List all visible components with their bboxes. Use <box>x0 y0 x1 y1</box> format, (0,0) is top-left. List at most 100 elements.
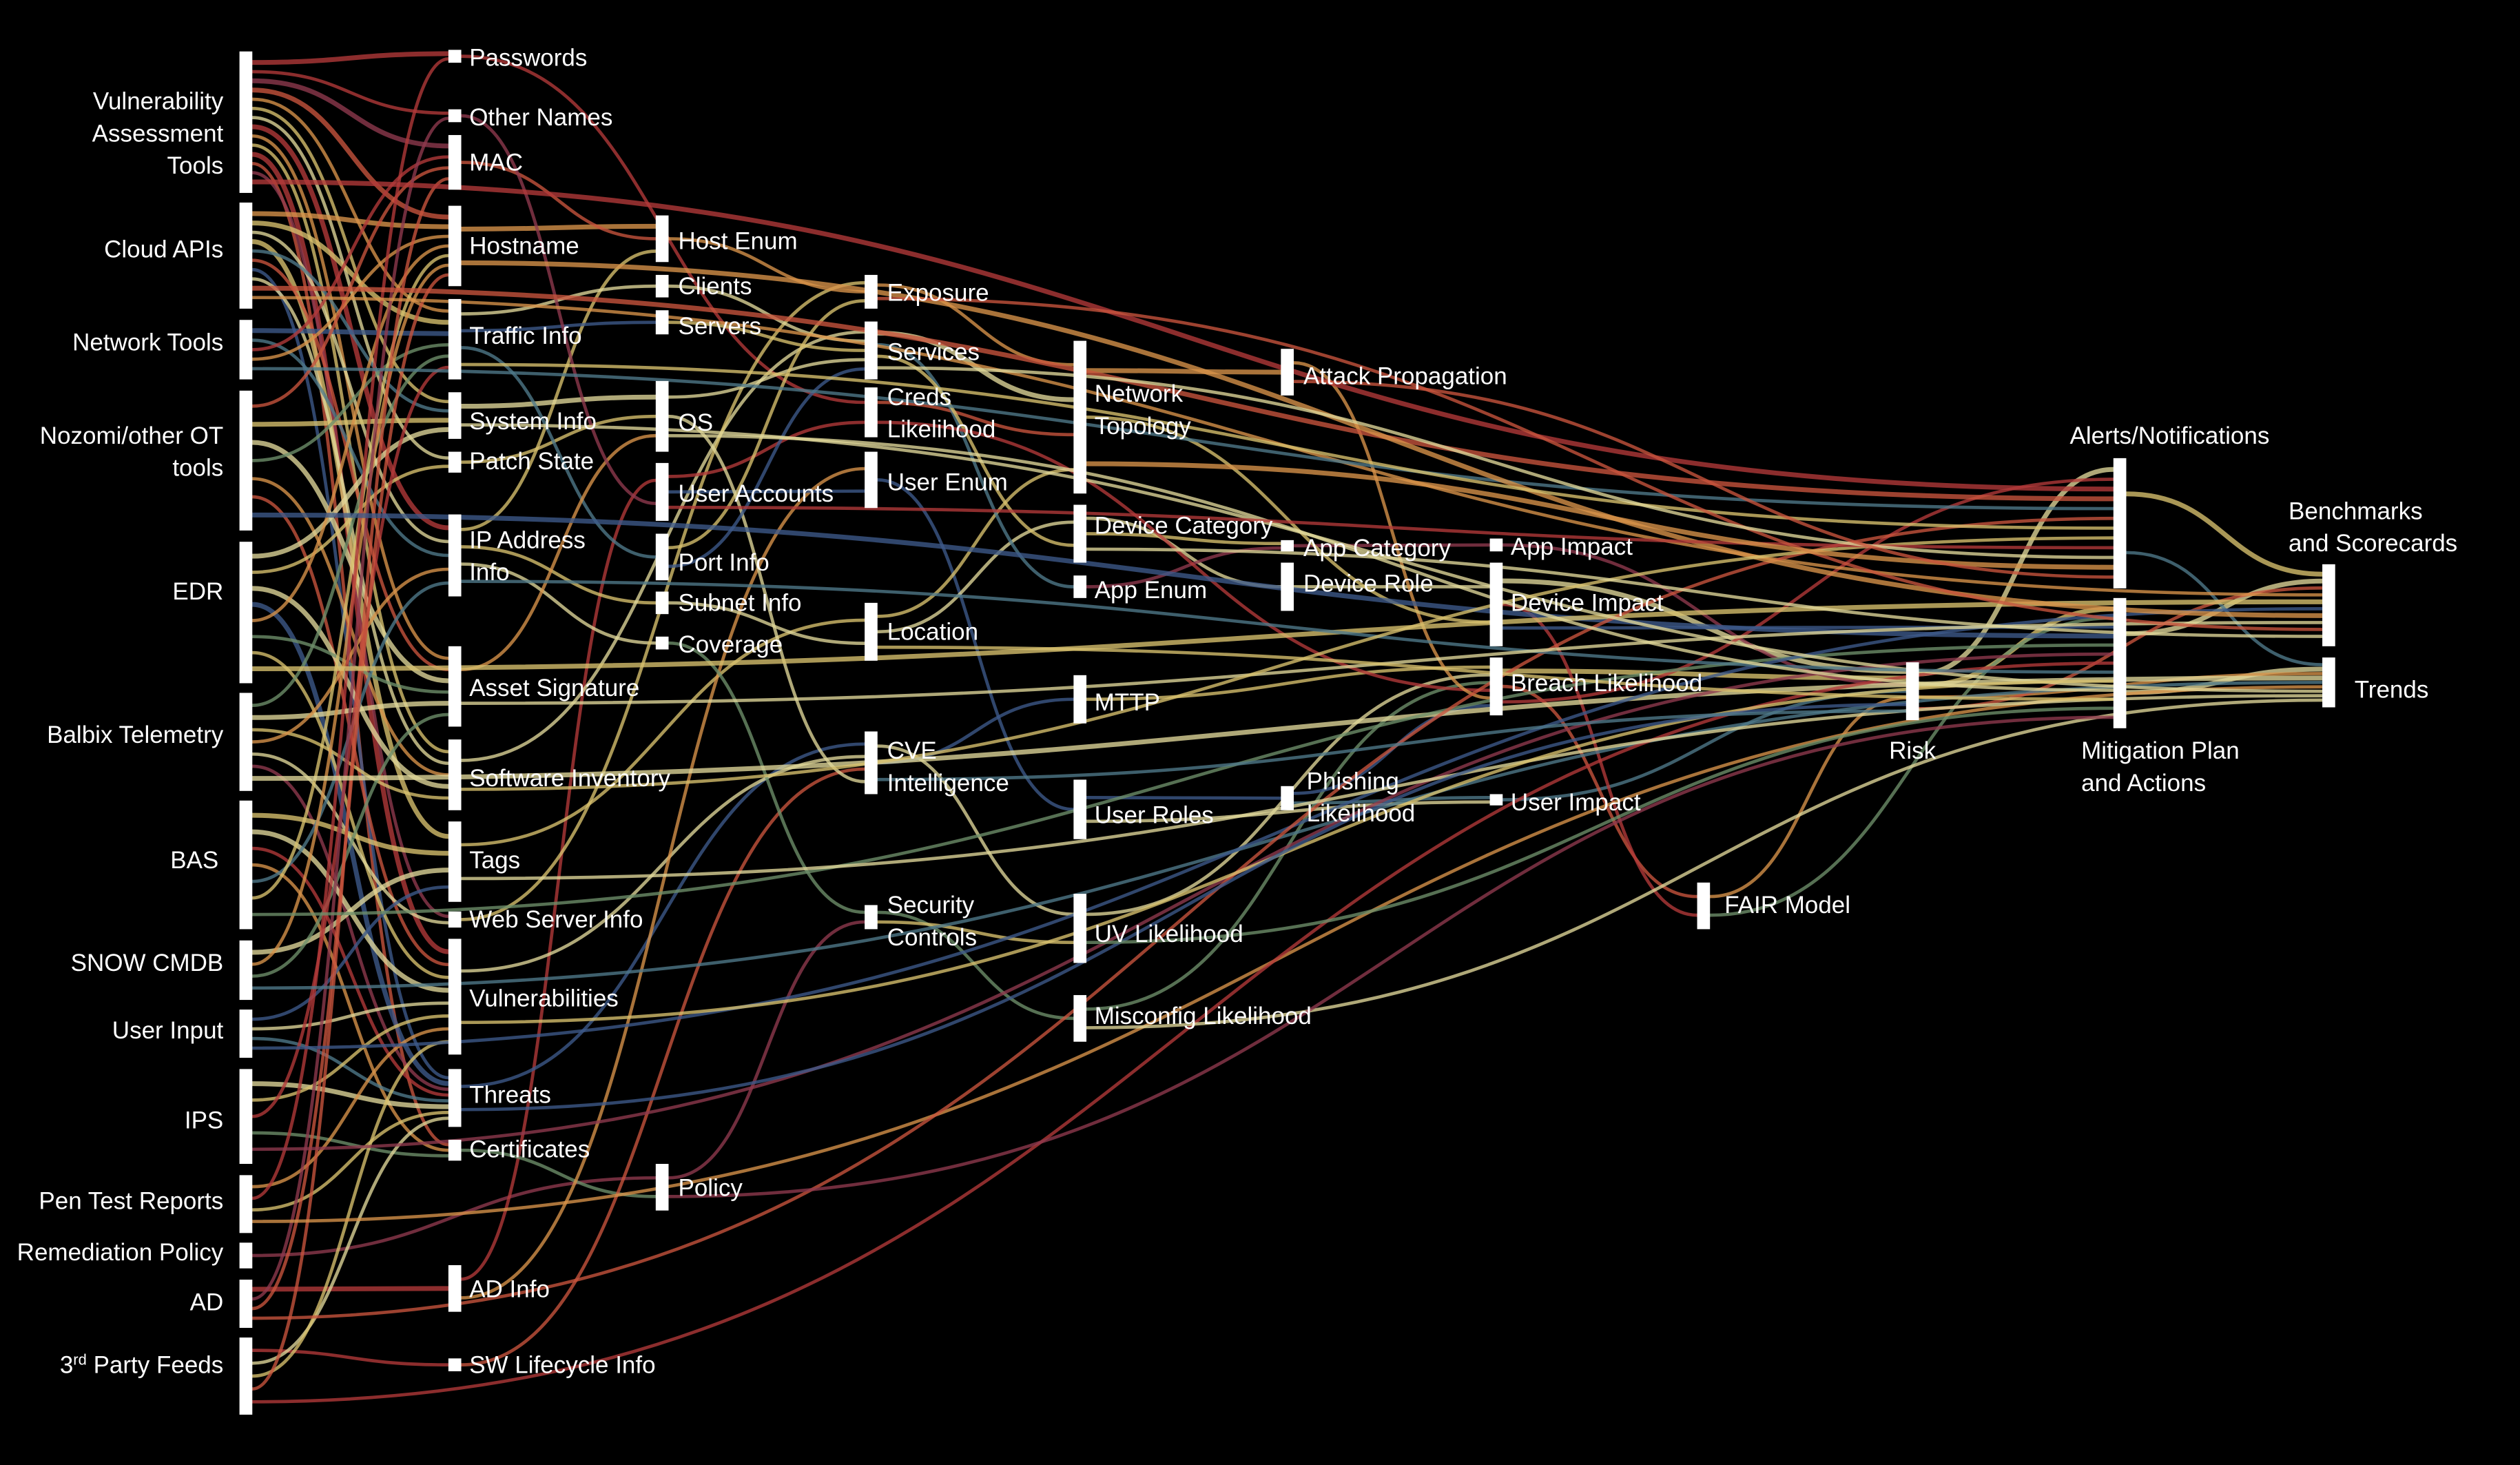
flow-link-pentest-to-threats <box>250 1111 451 1212</box>
node-bar-nettopo <box>1073 340 1087 494</box>
flow-link-appimpact-to-risk <box>1500 543 1908 686</box>
node-label-policy: Policy <box>678 1175 743 1202</box>
node-label-pentest: Pen Test Reports <box>39 1187 223 1214</box>
node-label-risk: Risk <box>1889 737 1937 764</box>
node-bar-appcat <box>1281 540 1294 552</box>
flow-link-bas-to-hostname <box>250 254 451 900</box>
node-bar-misconf <box>1073 995 1087 1042</box>
flow-link-ips-to-traffic <box>250 365 451 1118</box>
node-label-uvlike: UV Likelihood <box>1095 921 1243 947</box>
node-label-appimpact: App Impact <box>1511 533 1633 560</box>
flow-link-cve-to-risk <box>876 709 1908 781</box>
flow-link-pentest-to-passwords <box>250 57 451 1200</box>
flow-link-edr-to-assetsig <box>250 635 451 694</box>
flow-link-mttp-to-breach <box>1084 665 1491 701</box>
flow-link-nozomi-to-traffic <box>250 343 451 462</box>
flow-link-creds-to-nettopo <box>876 400 1075 437</box>
node-bar-devimpact <box>1489 562 1503 646</box>
node-bar-os <box>655 380 669 452</box>
node-bar-traffic <box>448 298 462 380</box>
node-bar-secctrl <box>865 905 878 930</box>
node-bar-exposure <box>865 274 878 309</box>
flow-link-hostname-to-hostenum <box>459 223 659 232</box>
node-bar-policy <box>655 1164 669 1211</box>
node-label-misconf: Misconfig Likelihood <box>1095 1003 1312 1029</box>
node-label-appenum: App Enum <box>1095 577 1207 604</box>
node-label-userenum: User Enum <box>887 469 1008 496</box>
flow-link-appcat-to-appimpact <box>1292 543 1491 548</box>
flow-link-hostenum-to-exposure <box>667 237 867 294</box>
node-label-devcat: Device Category <box>1095 513 1273 540</box>
node-bar-uvlike <box>1073 894 1087 963</box>
flow-link-useraccts-to-alerts <box>667 505 2116 550</box>
node-label-thirdparty: 3rd Party Feeds <box>60 1351 223 1379</box>
node-bar-clients <box>655 274 669 298</box>
node-bar-devrole <box>1281 562 1294 611</box>
flow-link-policy-to-mitigation <box>667 715 2116 1198</box>
node-bar-othernames <box>448 109 462 123</box>
node-bar-fair <box>1697 882 1711 930</box>
node-bar-appenum <box>1073 575 1087 598</box>
node-bar-balbix <box>239 693 253 791</box>
node-label-othernames: Other Names <box>469 104 612 131</box>
flow-link-alerts-to-bench <box>2123 491 2325 577</box>
flow-link-bas-to-certs <box>250 863 451 1152</box>
node-label-alerts: Alerts/Notifications <box>2070 422 2270 449</box>
flow-link-vat-to-hostname <box>249 88 451 220</box>
flow-link-cloud-to-alerts <box>249 285 2116 502</box>
flow-link-cloud-to-tags <box>249 239 451 839</box>
flow-link-pentest-to-vulns <box>250 1027 451 1189</box>
node-bar-nozomi <box>239 390 253 531</box>
flow-link-sysinfo-to-os <box>459 394 659 409</box>
flow-link-swlife-to-cve <box>459 767 867 1366</box>
flow-link-ipinfo-to-coverage <box>459 562 658 645</box>
node-label-exposure: Exposure <box>887 279 989 306</box>
node-bar-edr <box>239 542 253 684</box>
flow-link-cloud-to-assetsig <box>250 258 451 672</box>
flow-link-userinput-to-tags <box>250 885 451 1021</box>
node-bar-services <box>865 321 878 380</box>
node-bar-assetsig <box>448 646 462 727</box>
flow-link-nettopo-to-alerts <box>1084 461 2116 570</box>
node-label-userinput: User Input <box>112 1017 224 1044</box>
node-bar-thirdparty <box>239 1337 253 1415</box>
flow-link-services-to-devcat <box>876 354 1075 547</box>
node-bar-mttp <box>1073 675 1087 724</box>
flow-link-vat-to-passwords <box>249 51 451 65</box>
node-bar-portinfo <box>655 533 669 581</box>
node-label-vulns: Vulnerabilities <box>469 985 619 1012</box>
node-label-passwords: Passwords <box>469 45 587 72</box>
node-bar-appimpact <box>1489 538 1503 552</box>
node-label-traffic: Traffic Info <box>469 322 581 349</box>
flow-link-cloud-to-traffic <box>249 221 451 325</box>
flow-link-snow-to-tags <box>249 868 451 955</box>
node-label-assetsig: Asset Signature <box>469 675 639 701</box>
flow-link-useraccts-to-userenum <box>667 489 867 494</box>
flow-link-vat-to-mac <box>249 78 451 149</box>
node-label-adinfo: AD Info <box>469 1276 550 1303</box>
flow-link-nettools-to-mac <box>250 155 451 351</box>
flow-link-thirdparty-to-threats <box>250 1116 451 1365</box>
flow-link-traffic-to-portinfo <box>459 346 658 559</box>
flow-link-location-to-devcat <box>876 520 1075 634</box>
flow-link-tags-to-location <box>459 618 867 847</box>
flow-link-thirdparty-to-mac <box>250 177 451 1391</box>
flow-link-devcat-to-bench <box>1084 547 2324 638</box>
flow-link-mac-to-hostenum <box>459 161 658 240</box>
node-bar-userimpact <box>1489 794 1503 806</box>
node-label-coverage: Coverage <box>678 631 783 658</box>
node-label-attackprop: Attack Propagation <box>1303 363 1507 390</box>
flow-link-exposure-to-bench <box>876 296 2324 631</box>
flow-link-assetsig-to-bench <box>459 621 2324 705</box>
flow-link-nettools-to-alerts <box>250 367 2116 511</box>
node-bar-snow <box>239 940 253 1001</box>
node-bar-coverage <box>655 636 669 650</box>
flow-link-balbix-to-traffic <box>250 354 451 707</box>
flow-link-balbix-to-ipinfo <box>250 567 451 744</box>
